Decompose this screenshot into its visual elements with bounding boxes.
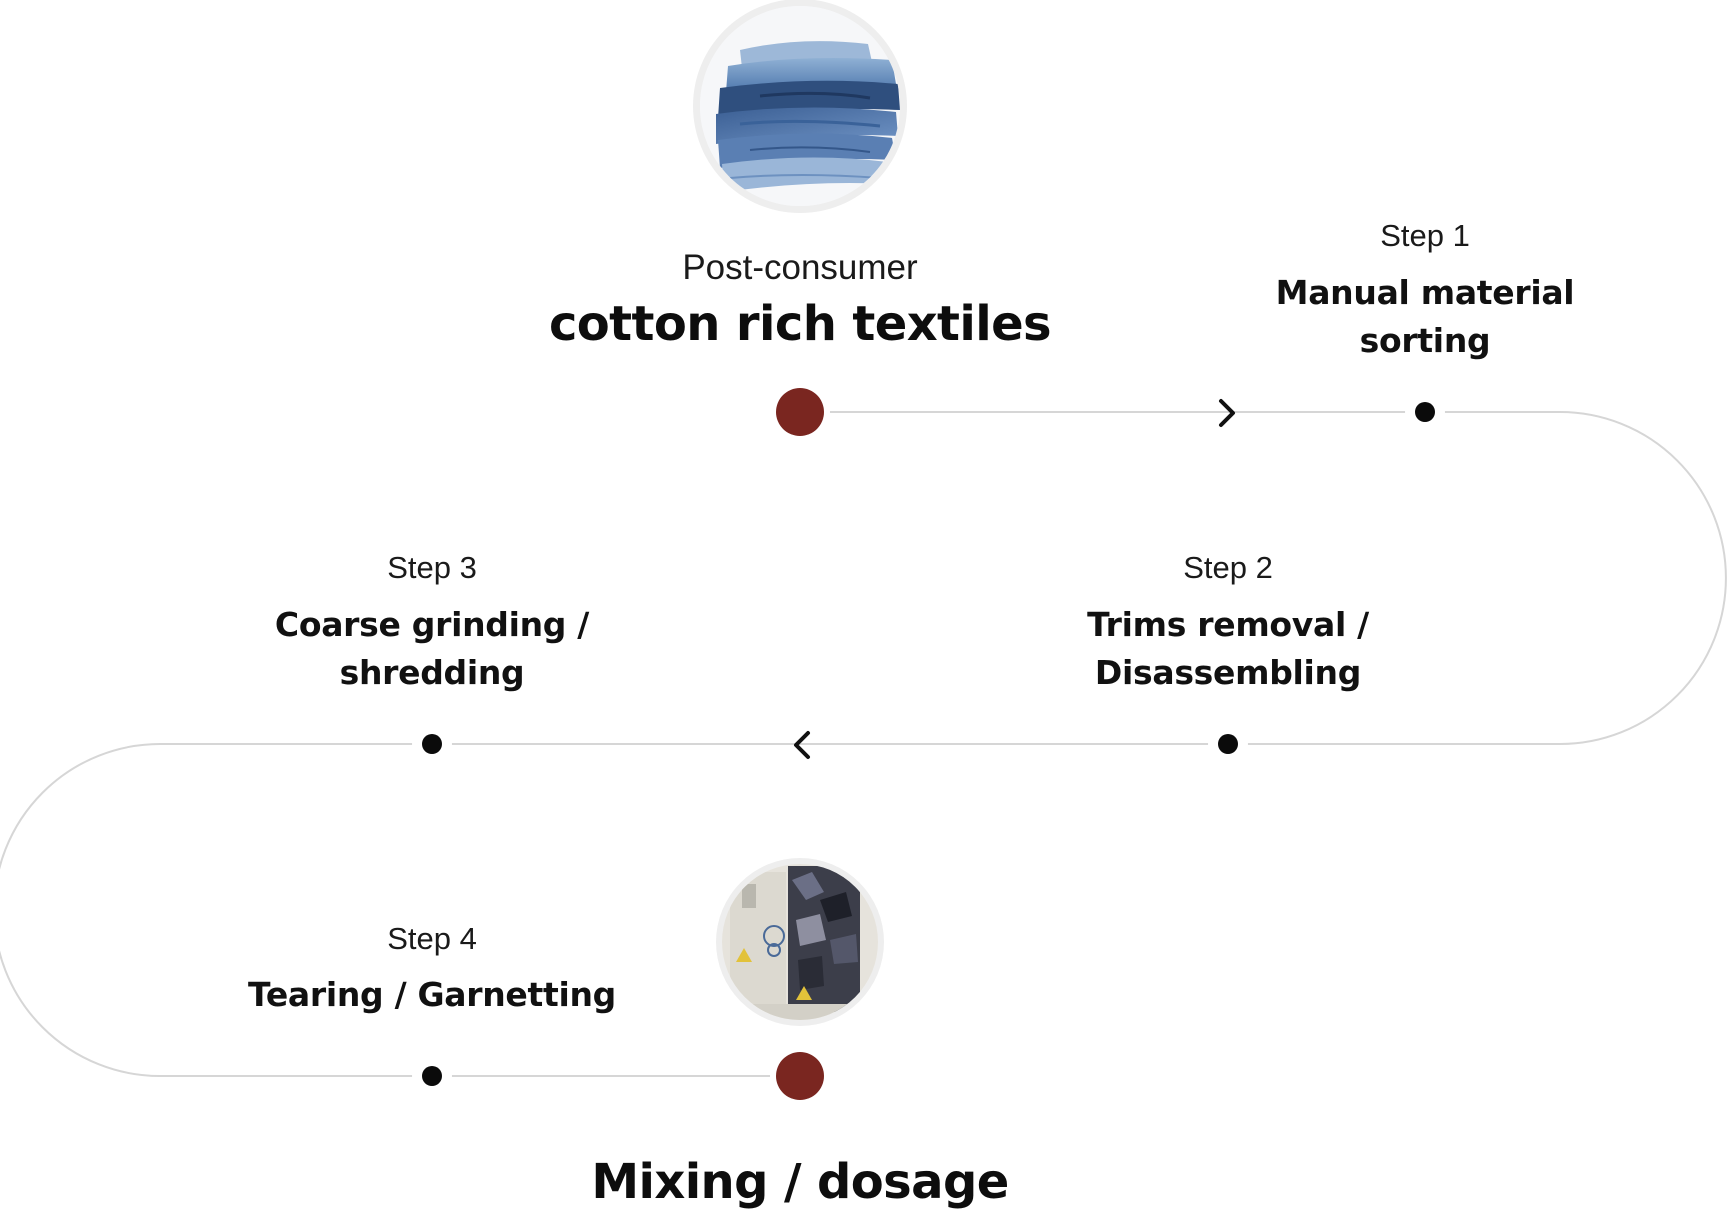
step-2-label: Step 2: [1183, 550, 1273, 585]
step-3-title-line-2: shredding: [339, 653, 525, 692]
step-1-label: Step 1: [1380, 218, 1470, 253]
step-3-title-line-1: Coarse grinding /: [274, 605, 590, 644]
step-2-node: [1218, 734, 1238, 754]
step-1-node: [1415, 402, 1435, 422]
start-node: [776, 388, 824, 436]
end-node: [776, 1052, 824, 1100]
mixing-machine-photo: [716, 858, 884, 1026]
process-path: [0, 411, 1727, 1077]
step-4-node: [422, 1066, 442, 1086]
step-2-title-line-2: Disassembling: [1094, 653, 1362, 692]
step-3-node: [422, 734, 442, 754]
denim-stack-photo: [693, 0, 907, 213]
step-1-title-line-2: sorting: [1359, 321, 1491, 360]
chevron-left-icon: [794, 731, 810, 759]
step-1-title-line-1: Manual material: [1275, 273, 1575, 312]
step-4-title-line-1: Tearing / Garnetting: [248, 975, 616, 1014]
start-title: cotton rich textiles: [548, 296, 1052, 352]
step-3-label: Step 3: [387, 550, 477, 585]
start-subtitle: Post-consumer: [682, 248, 918, 287]
end-title: Mixing / dosage: [591, 1154, 1009, 1210]
step-4-label: Step 4: [387, 921, 477, 956]
chevron-right-icon: [1219, 399, 1235, 427]
step-2-title-line-1: Trims removal /: [1087, 605, 1369, 644]
